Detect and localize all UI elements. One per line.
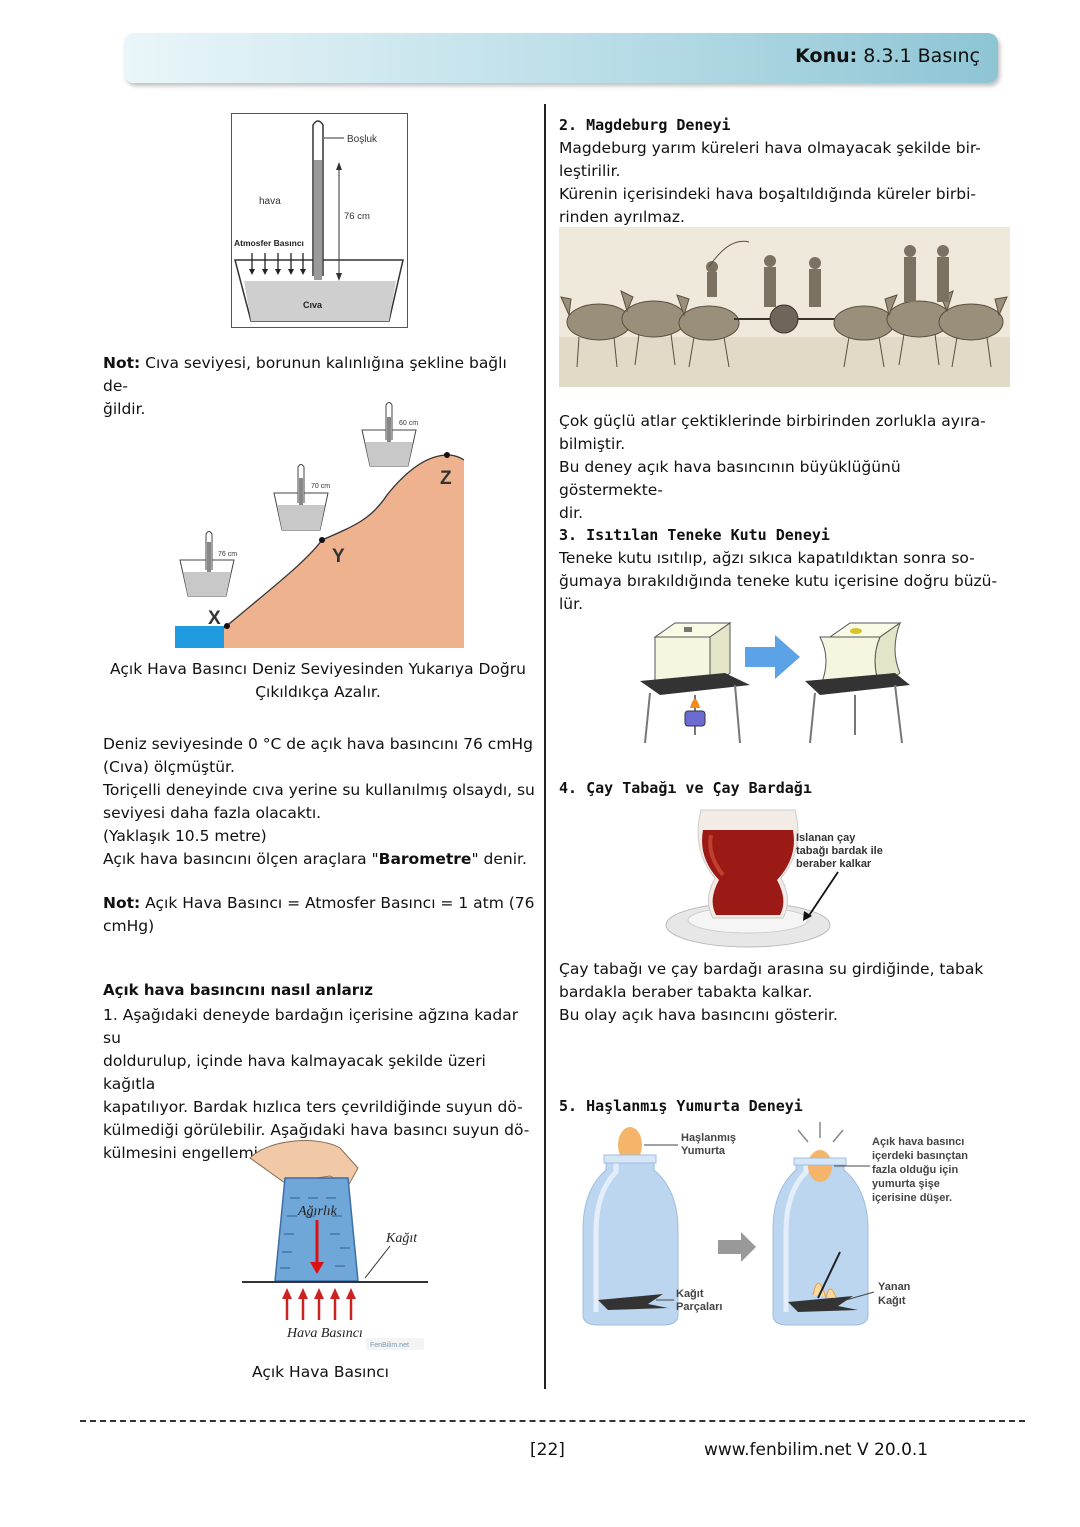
horses-left (560, 290, 740, 368)
barometer-x: 76 cm (179, 531, 237, 597)
magdeburg-engraving (559, 227, 1010, 387)
paragraph-torricelli: Deniz seviyesinde 0 °C de açık hava bası… (103, 735, 535, 868)
egg-label-2: Yumurta (681, 1145, 726, 1157)
point-z: Z (440, 468, 452, 489)
torricelli-figure: Boşluk 76 cm hava Atmosfer Basıncı Cıva (231, 113, 408, 328)
label-hava: hava (259, 196, 281, 207)
paragraph-magdeburg-1: Magdeburg yarım küreleri hava olmayacak … (559, 139, 981, 226)
heading-yumurta: 5. Haşlanmış Yumurta Deneyi (559, 1097, 803, 1115)
explain-label-2: içerdeki basınçtan (872, 1150, 968, 1162)
label-70cm: 70 cm (311, 483, 330, 490)
label-60cm: 60 cm (399, 420, 418, 427)
burn-label-2: Kağıt (878, 1295, 906, 1307)
pressure-arrows-egg (797, 1122, 844, 1143)
label-atmosfer-basinci: Atmosfer Basıncı (234, 238, 304, 248)
inverted-glass-figure: Ağırlık Kağıt Hava Basıncı FenBilim.net (242, 1140, 428, 1350)
tea-glass-figure: Islanan çay tabağı bardak ile beraber ka… (665, 809, 883, 948)
heading-nasil-anlariz: Açık hava basıncını nasıl anlarız (103, 981, 374, 999)
heading-magdeburg: 2. Magdeburg Deneyi (559, 116, 731, 134)
altitude-pressure-figure: X Y Z 76 cm 70 cm 60 cm (175, 402, 465, 648)
burn-label-1: Yanan (878, 1281, 911, 1293)
page-header-banner: Konu: 8.3.1 Basınç (124, 33, 998, 83)
explain-label-3: fazla olduğu için (872, 1164, 958, 1176)
tea-label-1: Islanan çay (796, 832, 856, 844)
label-hava-basinci: Hava Basıncı (286, 1326, 363, 1341)
heated-can-figure (640, 621, 910, 744)
explain-label-4: yumurta şişe (872, 1178, 940, 1190)
paragraph-teneke: Teneke kutu ısıtılıp, ağzı sıkıca kapatı… (559, 549, 998, 613)
caption-altitude: Açık Hava Basıncı Deniz Seviyesinden Yuk… (110, 660, 526, 701)
label-civa: Cıva (303, 300, 323, 310)
column-divider (544, 104, 546, 1389)
pressure-arrows (251, 253, 304, 271)
topic-title: Konu: 8.3.1 Basınç (795, 45, 980, 67)
air-pressure-arrows (285, 1296, 353, 1320)
site-version: www.fenbilim.net V 20.0.1 (704, 1440, 929, 1460)
boiled-egg-figure: Haşlanmış Yumurta Kağıt Parçaları Açık h… (582, 1122, 968, 1326)
paper-label-1: Kağıt (676, 1288, 704, 1300)
explain-label-1: Açık hava basıncı (872, 1136, 964, 1148)
label-76cm-alt: 76 cm (218, 551, 237, 558)
paragraph-magdeburg-2: Çok güçlü atlar çektiklerinde birbirinde… (559, 412, 986, 522)
label-bosluk: Boşluk (347, 134, 378, 145)
label-agirlik: Ağırlık (297, 1204, 338, 1219)
note-civa: Not: Cıva seviyesi, borunun kalınlığına … (103, 354, 507, 418)
caption-glass: Açık Hava Basıncı (252, 1363, 389, 1381)
point-x: X (208, 608, 221, 629)
note-atm: Not: Açık Hava Basıncı = Atmosfer Basınc… (103, 894, 535, 935)
label-kagit: Kağıt (385, 1231, 418, 1246)
tea-label-2: tabağı bardak ile (796, 845, 883, 857)
barometer-z: 60 cm (361, 402, 418, 467)
paragraph-cay: Çay tabağı ve çay bardağı arasına su gir… (559, 960, 984, 1024)
horses-right (833, 290, 1008, 368)
watermark: FenBilim.net (370, 1342, 409, 1349)
heading-cay: 4. Çay Tabağı ve Çay Bardağı (559, 779, 812, 797)
water-dashes (280, 1197, 350, 1269)
heading-teneke: 3. Isıtılan Teneke Kutu Deneyi (559, 526, 830, 544)
egg-label-1: Haşlanmış (681, 1132, 736, 1144)
page-number: [22] (530, 1440, 565, 1460)
tea-label-3: beraber kalkar (796, 858, 872, 870)
topic-label: Konu: (795, 45, 858, 67)
figures (706, 245, 949, 307)
paper-label-2: Parçaları (676, 1301, 722, 1313)
label-76cm: 76 cm (344, 211, 370, 222)
explain-label-5: içerisine düşer. (872, 1192, 952, 1204)
paragraph-experiment-1: 1. Aşağıdaki deneyde bardağın içerisine … (103, 1006, 530, 1162)
footer-divider (80, 1420, 1025, 1422)
topic-value: 8.3.1 Basınç (863, 45, 980, 67)
point-y: Y (332, 546, 345, 567)
barometer-y: 70 cm (273, 464, 330, 531)
